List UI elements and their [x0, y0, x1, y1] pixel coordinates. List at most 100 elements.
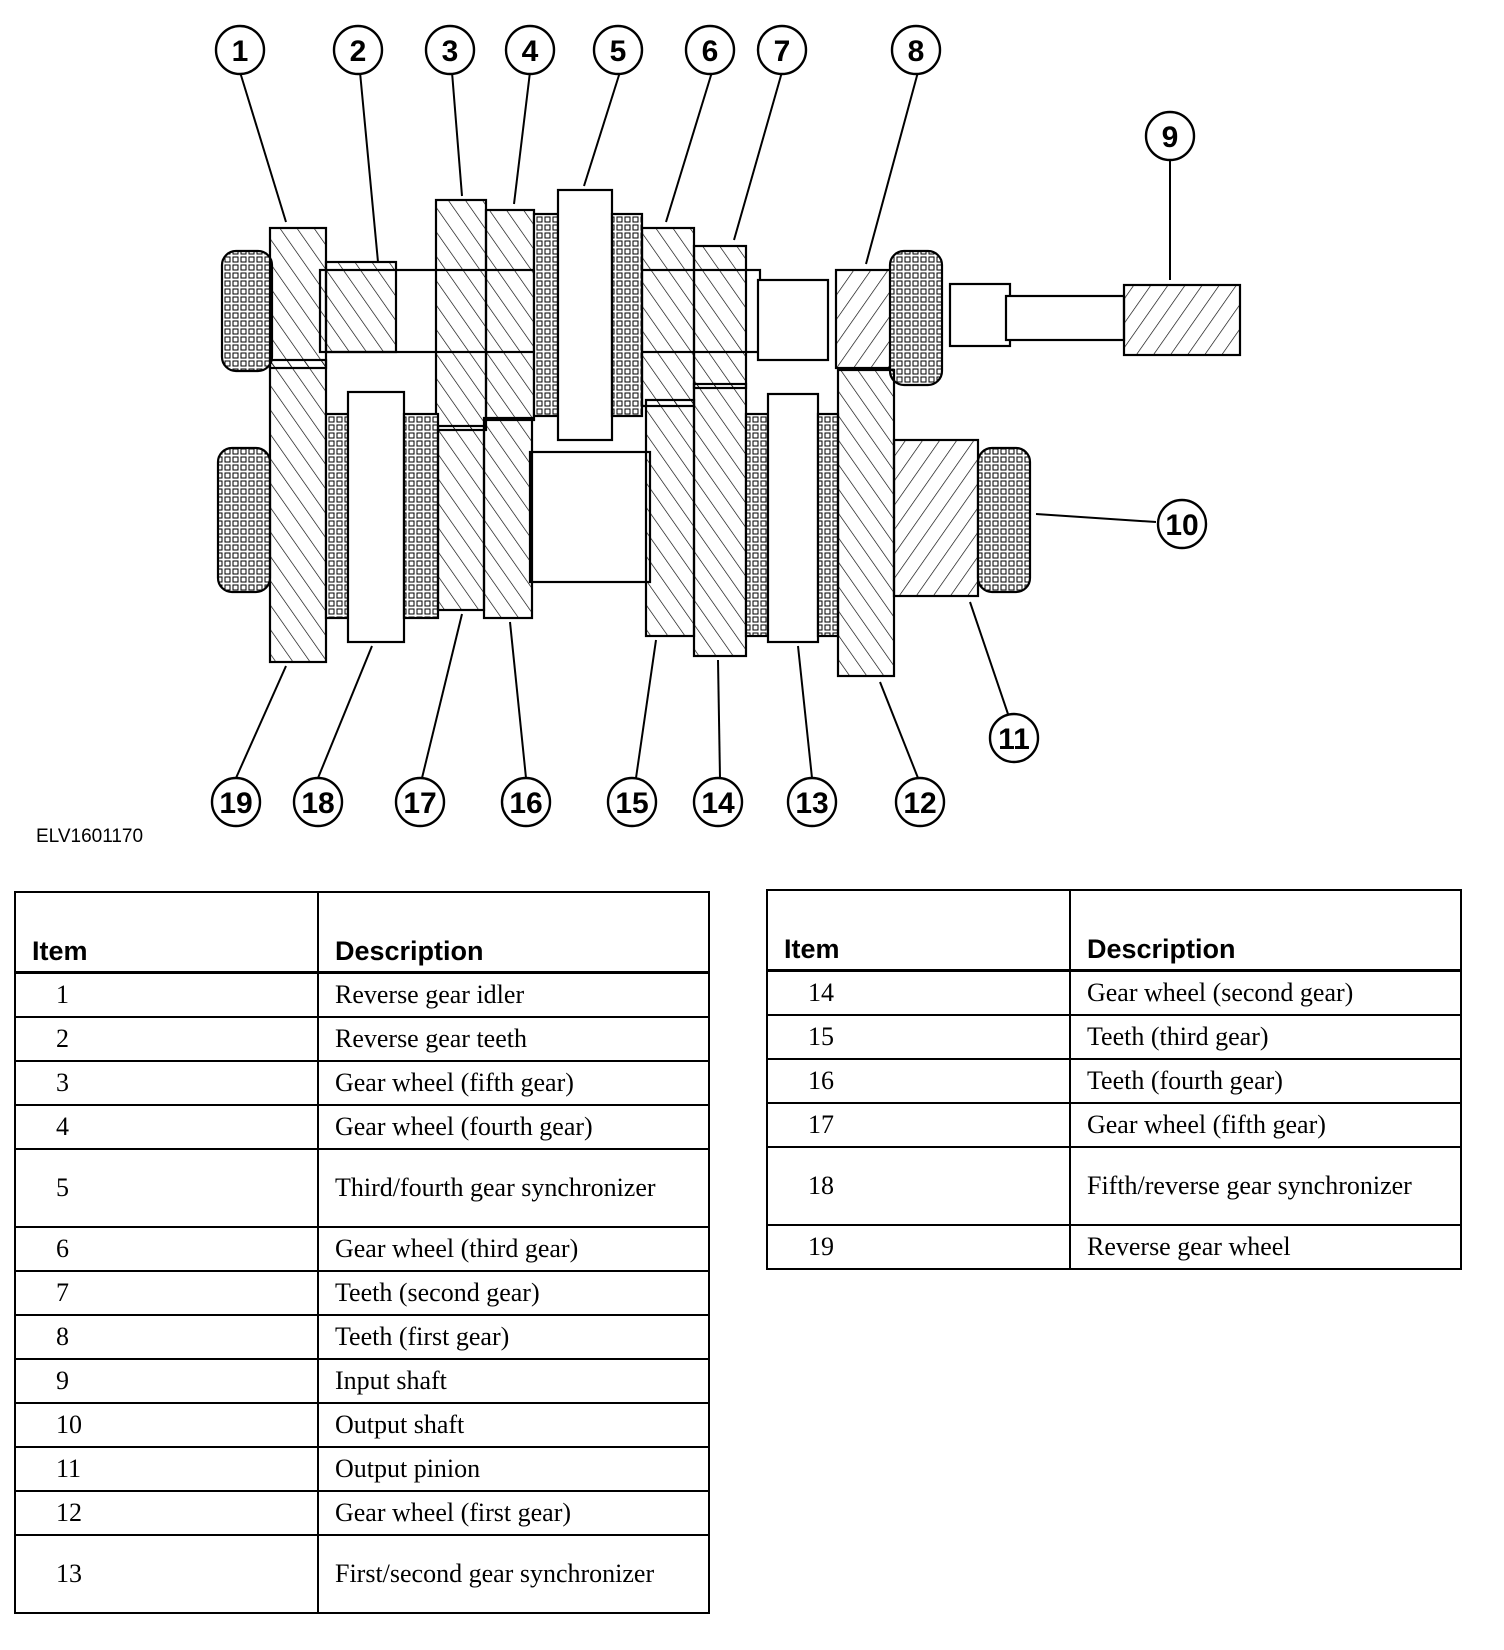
item-description: Gear wheel (second gear)	[1068, 969, 1463, 1016]
legend-header-row: Item Description	[766, 889, 1463, 972]
callout-18: 18	[292, 776, 344, 828]
svg-text:5: 5	[610, 35, 627, 68]
item-description: Gear wheel (fourth gear)	[316, 1104, 711, 1150]
upper-right-bearing	[888, 249, 944, 387]
callout-2: 2	[332, 24, 384, 76]
callout-11: 11	[988, 712, 1040, 764]
lower-sync-hub-left	[324, 412, 350, 620]
item-number: 3	[14, 1060, 319, 1106]
input-shaft-assembly	[220, 188, 1242, 442]
gear-fourth-upper	[484, 208, 536, 422]
svg-text:7: 7	[774, 35, 791, 68]
callout-14: 14	[692, 776, 744, 828]
svg-text:14: 14	[701, 787, 735, 820]
item-description: Gear wheel (first gear)	[316, 1490, 711, 1536]
item-description: Teeth (third gear)	[1068, 1014, 1463, 1060]
item-number: 10	[14, 1402, 319, 1448]
sync-hub-left	[532, 212, 560, 418]
svg-text:9: 9	[1162, 121, 1179, 154]
item-description: Third/fourth gear synchronizer	[316, 1148, 711, 1228]
svg-text:13: 13	[795, 787, 828, 820]
teeth-third-lower	[644, 398, 696, 638]
item-number: 14	[766, 969, 1071, 1016]
item-description: Gear wheel (fifth gear)	[1068, 1102, 1463, 1148]
callout-5: 5	[592, 24, 644, 76]
svg-text:11: 11	[998, 723, 1030, 756]
lower-right-bearing	[976, 446, 1032, 594]
third-fourth-synchronizer	[556, 188, 614, 442]
fifth-reverse-synchronizer	[346, 390, 406, 644]
output-pinion	[892, 438, 980, 598]
item-number: 13	[14, 1534, 319, 1614]
lower-left-bearing	[216, 446, 272, 594]
callout-4: 4	[504, 24, 556, 76]
item-number: 5	[14, 1148, 319, 1228]
item-column-header: Item	[14, 891, 319, 974]
svg-text:10: 10	[1165, 509, 1198, 542]
svg-text:16: 16	[509, 787, 542, 820]
input-shaft-splines	[1122, 283, 1242, 357]
lower-sync-hub-right	[402, 412, 440, 620]
item-number: 19	[766, 1224, 1071, 1270]
sync-hub-right	[610, 212, 644, 418]
item-description: Output pinion	[316, 1446, 711, 1492]
item-description: Fifth/reverse gear synchronizer	[1068, 1146, 1463, 1226]
callout-3: 3	[424, 24, 476, 76]
input-shaft-step	[948, 282, 1012, 348]
reverse-gear-idler	[268, 226, 328, 370]
figure-id: ELV1601170	[36, 826, 144, 847]
svg-text:6: 6	[702, 35, 719, 68]
gear-fifth-upper	[434, 198, 488, 432]
leader-lines	[235, 71, 1171, 779]
callout-9: 9	[1144, 110, 1196, 162]
callout-19: 19	[210, 776, 262, 828]
callout-12: 12	[894, 776, 946, 828]
item-description: Gear wheel (third gear)	[316, 1226, 711, 1272]
callout-8: 8	[890, 24, 942, 76]
reverse-gear-wheel	[268, 358, 328, 664]
svg-text:18: 18	[301, 787, 334, 820]
item-number: 2	[14, 1016, 319, 1062]
input-shaft-neck	[1004, 294, 1126, 342]
reverse-gear-teeth	[324, 260, 398, 354]
gear-second-lower	[692, 382, 748, 658]
svg-text:1: 1	[232, 35, 249, 68]
gear-first-lower	[836, 368, 896, 678]
output-shaft-assembly	[216, 358, 1032, 678]
svg-text:15: 15	[615, 787, 648, 820]
item-number: 8	[14, 1314, 319, 1360]
item-number: 18	[766, 1146, 1071, 1226]
gear-fifth-lower	[436, 424, 486, 612]
item-description: Output shaft	[316, 1402, 711, 1448]
callout-1: 1	[214, 24, 266, 76]
callout-13: 13	[786, 776, 838, 828]
svg-text:12: 12	[903, 787, 936, 820]
item-number: 7	[14, 1270, 319, 1316]
callout-15: 15	[606, 776, 658, 828]
item-description: Teeth (first gear)	[316, 1314, 711, 1360]
item-description: Reverse gear teeth	[316, 1016, 711, 1062]
item-number: 17	[766, 1102, 1071, 1148]
upper-shaft-journal	[756, 278, 830, 362]
callout-6: 6	[684, 24, 736, 76]
item-number: 6	[14, 1226, 319, 1272]
first-second-synchronizer	[766, 392, 820, 644]
svg-text:8: 8	[908, 35, 925, 68]
